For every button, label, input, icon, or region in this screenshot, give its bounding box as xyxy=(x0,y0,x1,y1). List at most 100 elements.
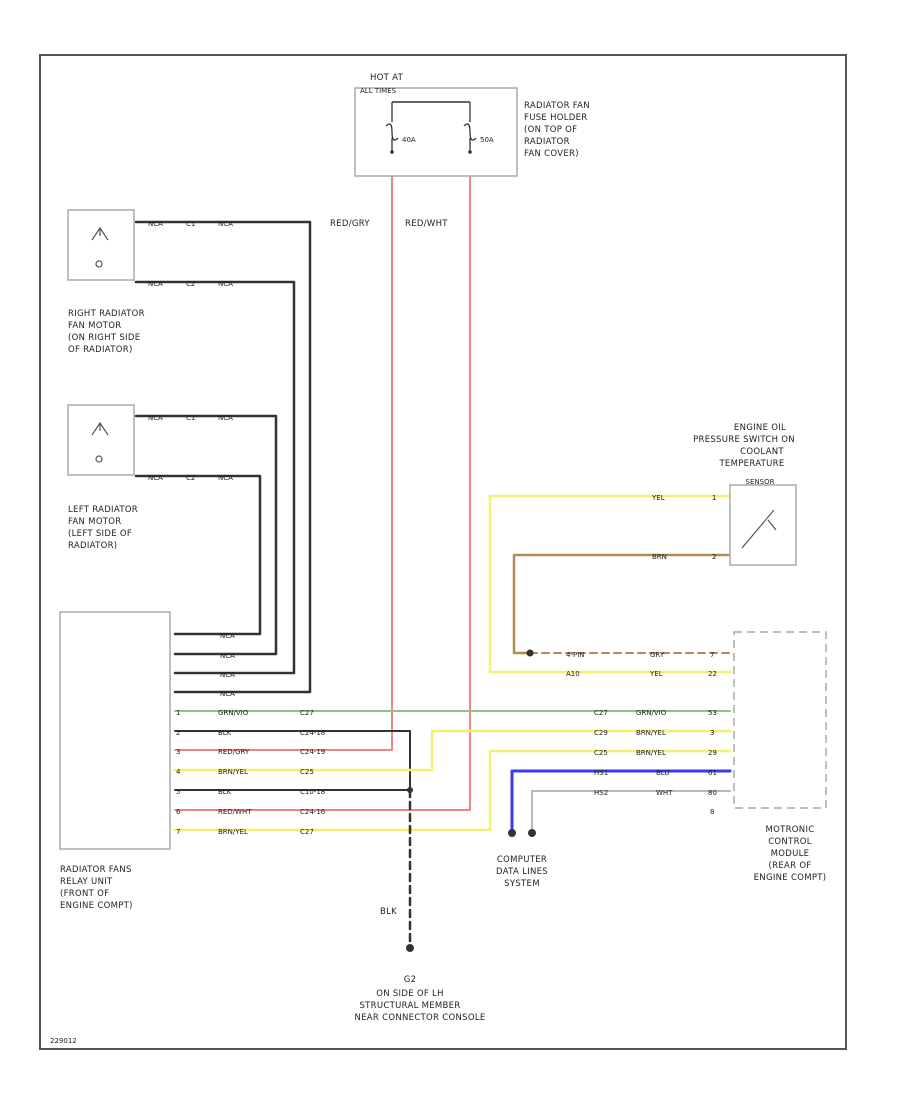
pin-label: C1 xyxy=(186,414,195,422)
right-motor-desc-line: RIGHT RADIATOR xyxy=(68,309,145,319)
relay-pin: 2 xyxy=(176,729,180,737)
pin-label: C2 xyxy=(186,280,195,288)
ecm-connector-label: C27 xyxy=(594,709,608,717)
ecm-desc-line: MODULE xyxy=(771,849,810,859)
ground-desc-line: ON SIDE OF LH xyxy=(376,989,444,999)
right-motor-desc-line: FAN MOTOR xyxy=(68,321,122,331)
fuse-b-symbol xyxy=(463,102,477,152)
wire-label-nca: NCA xyxy=(220,632,235,640)
ecm-pin: 22 xyxy=(708,670,717,678)
sensor-desc-line: COOLANT xyxy=(740,447,784,457)
pin-label: NCA xyxy=(218,220,233,228)
hot-at-label: HOT AT xyxy=(370,73,404,83)
fuse-desc-line: FAN COVER) xyxy=(524,149,579,159)
relay-connector: C24-18 xyxy=(300,729,325,737)
fuse-a-symbol xyxy=(385,102,399,152)
relay-desc-line: RADIATOR FANS xyxy=(60,865,132,875)
fuse-b-node xyxy=(468,150,472,154)
ecm-connector-label: C29 xyxy=(594,729,608,737)
relay-connector: C25 xyxy=(300,768,314,776)
ecm-wire-color: BRN/YEL xyxy=(636,729,666,737)
relay-pin: 6 xyxy=(176,808,181,816)
pin-label: 2 xyxy=(712,553,716,561)
wire-right-motor-1 xyxy=(134,220,312,694)
fuse-holder-desc: RADIATOR FAN FUSE HOLDER (ON TOP OF RADI… xyxy=(524,101,590,159)
relay-unit-desc: RADIATOR FANS RELAY UNIT (FRONT OF ENGIN… xyxy=(60,865,132,911)
wire-right-motor-2 xyxy=(134,280,296,675)
ecm-desc-line: MOTRONIC xyxy=(765,825,814,835)
motor-ground-symbol xyxy=(95,455,103,463)
data-lines-desc-line: COMPUTER xyxy=(497,855,547,865)
pin-label: NCA xyxy=(148,414,163,422)
relay-wire-color: BLK xyxy=(218,729,232,737)
ecm-connector-label: 4-PIN xyxy=(566,651,585,659)
ecm-wire-color: WHT xyxy=(656,789,673,797)
ground-desc-line: STRUCTURAL MEMBER xyxy=(359,1001,460,1011)
ecm-desc-line: CONTROL xyxy=(768,837,812,847)
ecm-connector-label: HS1 xyxy=(594,769,608,777)
relay-unit-box xyxy=(59,611,171,850)
wire-brn-yel-2 xyxy=(173,749,732,832)
relay-connector: C10-18 xyxy=(300,788,325,796)
left-motor-desc: LEFT RADIATOR FAN MOTOR (LEFT SIDE OF RA… xyxy=(68,505,138,551)
oil-pressure-sensor: 1 2 YEL BRN xyxy=(651,484,797,566)
relay-wire-color: BRN/YEL xyxy=(218,768,248,776)
relay-pin: 1 xyxy=(176,709,180,717)
sensor-desc-line: PRESSURE SWITCH ON xyxy=(693,435,795,445)
ecm-wire-color: YEL xyxy=(649,670,663,678)
wire-label-yel: YEL xyxy=(651,494,665,502)
right-motor-desc: RIGHT RADIATOR FAN MOTOR (ON RIGHT SIDE … xyxy=(68,309,145,355)
ecm-wire-color: GRN/VIO xyxy=(636,709,667,717)
relay-wire-color: RED/WHT xyxy=(218,808,252,816)
fuse-desc-line: FUSE HOLDER xyxy=(524,113,588,123)
wire-label-red-wht: RED/WHT xyxy=(405,219,448,229)
data-line-node xyxy=(508,829,516,837)
left-motor-desc-line: FAN MOTOR xyxy=(68,517,122,527)
sensor-desc-line: SENSOR xyxy=(746,478,775,486)
right-motor-desc-line: OF RADIATOR) xyxy=(68,345,133,355)
wire-brn-yel-1 xyxy=(173,729,732,772)
data-lines-desc-line: SYSTEM xyxy=(504,879,540,889)
ground-node xyxy=(406,944,414,952)
all-times-label: ALL TIMES xyxy=(360,87,397,95)
pin-label: NCA xyxy=(218,474,233,482)
sensor-box xyxy=(729,484,797,566)
fuse-holder: 40A 50A HOT AT ALL TIMES xyxy=(354,73,518,177)
relay-connector: C24-16 xyxy=(300,808,326,816)
ground-desc-line: NEAR CONNECTOR CONSOLE xyxy=(354,1013,485,1023)
left-motor-desc-line: LEFT RADIATOR xyxy=(68,505,138,515)
ground-id: G2 xyxy=(404,975,417,985)
ecm-connector-label: HS2 xyxy=(594,789,608,797)
ecm-connector-label: C25 xyxy=(594,749,608,757)
ecm-desc: MOTRONIC CONTROL MODULE (REAR OF ENGINE … xyxy=(754,825,826,883)
relay-pin: 5 xyxy=(176,788,180,796)
fuse-b-rating: 50A xyxy=(480,136,494,144)
relay-connector: C27 xyxy=(300,709,314,717)
wire-blu xyxy=(510,769,732,835)
pin-label: C2 xyxy=(186,474,195,482)
fuse-desc-line: RADIATOR FAN xyxy=(524,101,590,111)
splice-nodes xyxy=(406,649,536,952)
relay-unit: NCA NCA NCA NCA 1 2 3 4 5 6 7 GRN/VIO BL… xyxy=(59,611,326,850)
left-motor-desc-line: (LEFT SIDE OF xyxy=(68,529,132,539)
wire-red-wht xyxy=(174,151,471,811)
right-motor-box xyxy=(67,209,135,281)
splice-node xyxy=(526,649,534,657)
relay-desc-line: RELAY UNIT xyxy=(60,877,113,887)
wire-left-motor-2 xyxy=(134,474,262,636)
ecm-pin: 8 xyxy=(710,808,714,816)
wire-label-blk-ground: BLK xyxy=(380,907,397,917)
wire-left-motor-1 xyxy=(134,414,278,656)
motor-symbol xyxy=(91,226,109,241)
pin-label: NCA xyxy=(148,220,163,228)
ecm-connector-label: A10 xyxy=(566,670,580,678)
relay-wire-color: RED/GRY xyxy=(218,748,250,756)
wire-label-nca: NCA xyxy=(220,652,235,660)
relay-connector: C24-19 xyxy=(300,748,325,756)
wire-yel xyxy=(488,494,732,674)
ecm-wire-color: BLU xyxy=(656,769,669,777)
relay-desc-line: (FRONT OF xyxy=(60,889,109,899)
diagram-frame xyxy=(39,54,847,1050)
right-motor-desc-line: (ON RIGHT SIDE xyxy=(68,333,140,343)
